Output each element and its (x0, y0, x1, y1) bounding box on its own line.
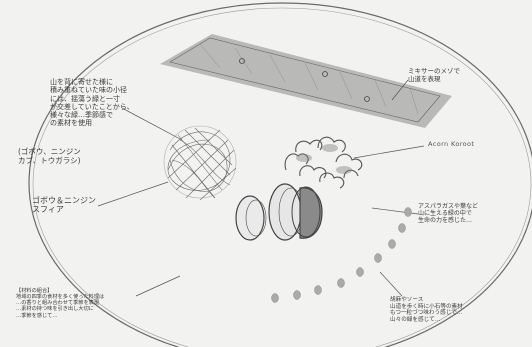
note-vegetable-list: (ゴボウ、ニンジン カブ、トウガラシ) (18, 148, 113, 166)
cylinder-pieces (236, 184, 322, 240)
note-ingredients: 山を背に寄せた様に 積み重ねていた味の小径 には、揺蕩う緑と一寸 が交差していた… (50, 78, 145, 128)
note-sauce: 胡麻やソース 山道を歩く時に小石等の素材 もつ一粒づつ味わう感じで… 山々の緑を… (390, 297, 510, 323)
note-sphere-label: ゴボウ＆ニンジン スフィア (32, 196, 127, 215)
cylinder-small (236, 196, 264, 240)
curly-greens (285, 137, 362, 188)
note-greens: アスパラガスや葉など 山に生える緑の中で 生命の力を感じた… (418, 203, 513, 224)
cylinder-large (300, 188, 322, 239)
note-acorn-label: Acorn Koroot (428, 141, 474, 149)
note-materials-box: 【材料の組合】 地域の四季の食材を多く使った料理は …の香りと組み合わせて季節を… (16, 288, 151, 319)
note-mountain-path: ミキサーのメゾで 山道を表現 (408, 68, 503, 83)
root-vegetable-sphere (164, 126, 236, 200)
cylinder-mid (269, 184, 301, 240)
